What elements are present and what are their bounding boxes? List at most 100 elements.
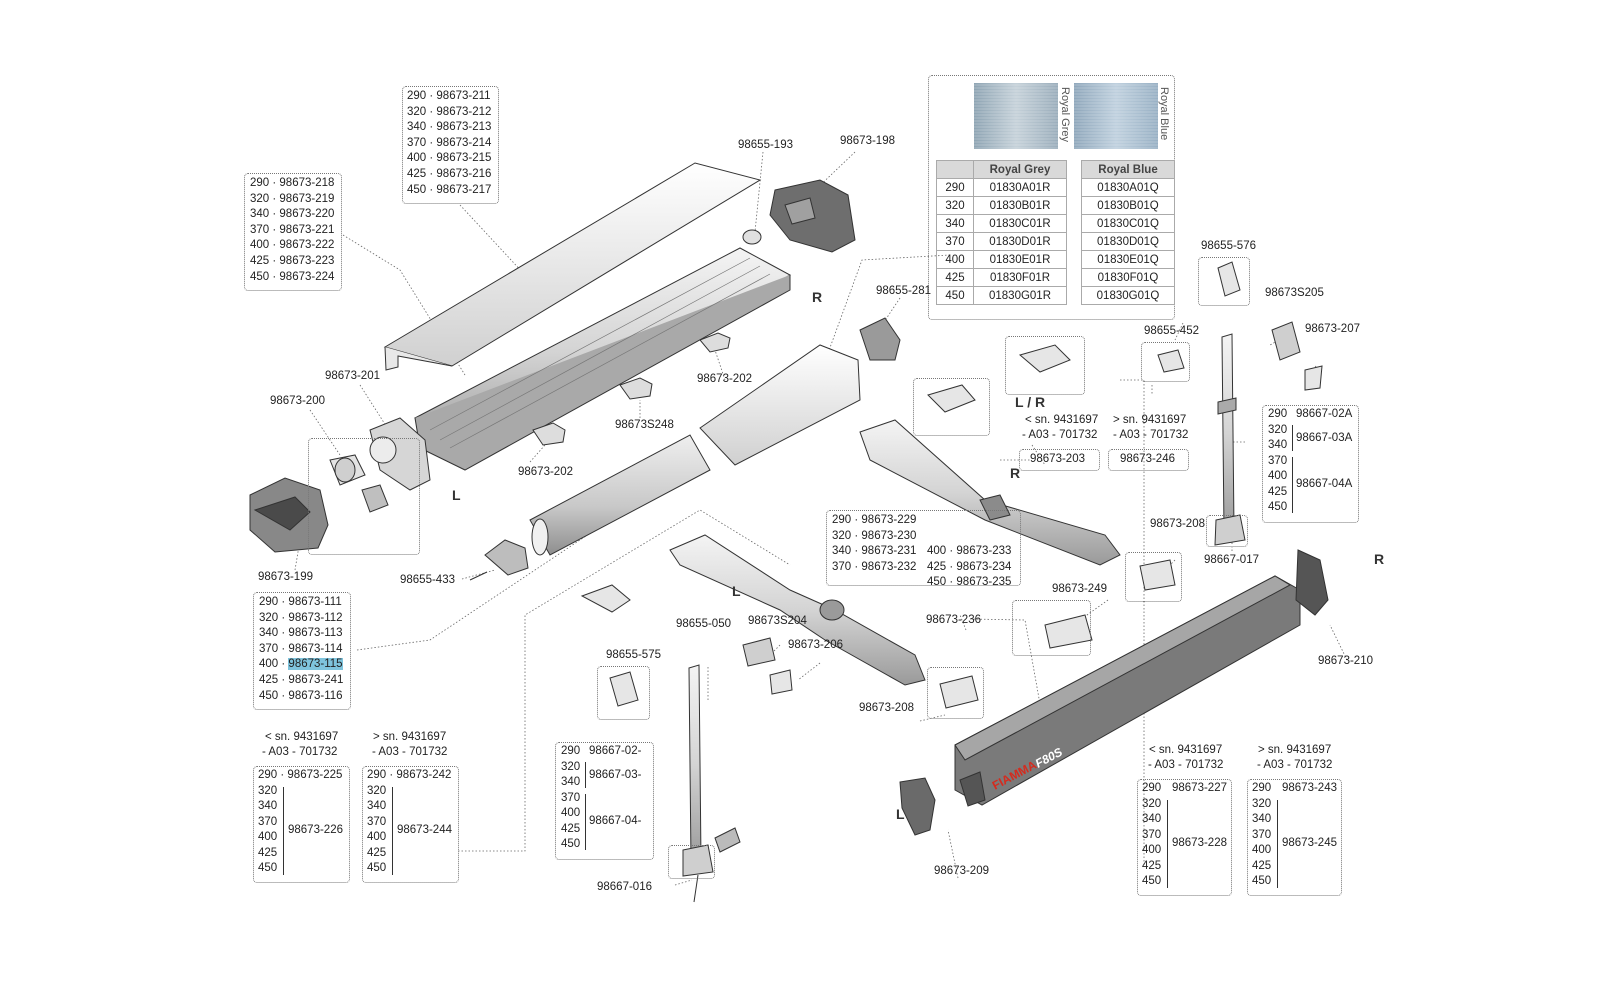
fabric-code-blue[interactable]: 01830G01Q <box>1081 286 1175 305</box>
leg-code[interactable]: 98667-03A <box>1296 432 1353 444</box>
part-code[interactable]: 98673-241 <box>288 673 344 686</box>
list-item[interactable]: 450 · 98673-217 <box>407 183 492 196</box>
list-item[interactable]: 450 · 98673-224 <box>250 270 335 283</box>
part-label-98655-281[interactable]: 98655-281 <box>876 285 931 297</box>
part-code[interactable]: 98673-111 <box>288 596 342 608</box>
group-first-code[interactable]: 98673-243 <box>1282 782 1337 794</box>
part-label-98673-236[interactable]: 98673-236 <box>926 614 981 626</box>
fabric-code-grey[interactable]: 01830B01R <box>973 196 1067 215</box>
part-label-98673-207[interactable]: 98673-207 <box>1305 323 1360 335</box>
part-label-98655-050[interactable]: 98655-050 <box>676 618 731 630</box>
part-code-highlighted[interactable]: 98673-115 <box>288 658 343 671</box>
list-item[interactable]: 425 · 98673-216 <box>407 167 492 180</box>
list-item[interactable]: 340 · 98673-220 <box>250 208 335 221</box>
list-item[interactable]: 320 · 98673-112 <box>259 611 343 627</box>
group-code[interactable]: 98673-245 <box>1282 837 1337 849</box>
fabric-code-blue[interactable]: 01830F01Q <box>1081 268 1175 287</box>
part-label-98667-017[interactable]: 98667-017 <box>1204 554 1259 566</box>
side-indicator-l: L <box>452 487 461 503</box>
list-item[interactable]: 320 · 98673-230 <box>832 529 917 542</box>
part-label-98673-203[interactable]: 98673-203 <box>1030 453 1085 465</box>
part-label-98655-193[interactable]: 98655-193 <box>738 139 793 151</box>
fabric-code-blue[interactable]: 01830D01Q <box>1081 232 1175 251</box>
list-item[interactable]: 340 · 98673-231 <box>832 545 917 558</box>
part-label-98673-202-b[interactable]: 98673-202 <box>518 466 573 478</box>
list-item[interactable]: 340 · 98673-113 <box>259 626 343 642</box>
size-label: 370 <box>367 816 387 828</box>
group-code[interactable]: 98673-244 <box>397 824 452 836</box>
fabric-code-grey[interactable]: 01830C01R <box>973 214 1067 233</box>
fabric-code-blue[interactable]: 01830C01Q <box>1081 214 1175 233</box>
part-code[interactable]: 98673-113 <box>288 627 343 640</box>
list-item[interactable]: 370 · 98673-114 <box>259 642 343 658</box>
list-item[interactable]: 370 · 98673-221 <box>250 223 335 236</box>
fabric-code-blue[interactable]: 01830E01Q <box>1081 250 1175 269</box>
part-label-98655-452[interactable]: 98655-452 <box>1144 325 1199 337</box>
part-label-98673-246[interactable]: 98673-246 <box>1120 453 1175 465</box>
group-first-code[interactable]: 98673-227 <box>1172 782 1227 794</box>
group-code[interactable]: 98673-226 <box>288 824 343 836</box>
part-label-98655-433[interactable]: 98655-433 <box>400 574 455 586</box>
part-label-98673-199[interactable]: 98673-199 <box>258 571 313 583</box>
size-label: 320 <box>1268 424 1288 436</box>
serial-range-right-b: - A03 - 701732 <box>1257 759 1333 771</box>
part-label-98673-200[interactable]: 98673-200 <box>270 395 325 407</box>
leg-code[interactable]: 98667-04- <box>589 815 642 827</box>
list-item[interactable]: 290 · 98673-211 <box>407 90 491 102</box>
fabric-code-blue[interactable]: 01830B01Q <box>1081 196 1175 215</box>
fabric-code-grey[interactable]: 01830D01R <box>973 232 1067 251</box>
part-label-98673-208-b[interactable]: 98673-208 <box>859 702 914 714</box>
size-prefix: 340 · <box>259 627 289 640</box>
part-98673-246-frame <box>1108 449 1189 471</box>
list-item[interactable]: 425 · 98673-234 <box>927 560 1012 573</box>
fabric-code-grey[interactable]: 01830E01R <box>973 250 1067 269</box>
part-label-98667-016[interactable]: 98667-016 <box>597 881 652 893</box>
list-item[interactable]: 370 · 98673-214 <box>407 136 492 149</box>
part-label-98673-206[interactable]: 98673-206 <box>788 639 843 651</box>
part-code[interactable]: 98673-114 <box>288 642 343 655</box>
list-item[interactable]: 450 · 98673-116 <box>259 689 343 705</box>
fabric-code-grey[interactable]: 01830A01R <box>973 178 1067 197</box>
list-item[interactable]: 400 · 98673-215 <box>407 152 492 165</box>
list-item[interactable]: 425 · 98673-241 <box>259 673 343 689</box>
list-item[interactable]: 450 · 98673-235 <box>927 576 1012 589</box>
list-item[interactable]: 370 · 98673-232 <box>832 560 917 573</box>
fabric-code-blue[interactable]: 01830A01Q <box>1081 178 1175 197</box>
list-item[interactable]: 425 · 98673-223 <box>250 254 335 267</box>
part-label-98673-249[interactable]: 98673-249 <box>1052 583 1107 595</box>
part-label-98673-198[interactable]: 98673-198 <box>840 135 895 147</box>
part-label-98673-202-a[interactable]: 98673-202 <box>697 373 752 385</box>
rail-list-frame <box>244 173 342 291</box>
part-label-98655-576[interactable]: 98655-576 <box>1201 240 1256 252</box>
list-item[interactable]: 290 · 98673-218 <box>250 177 335 189</box>
leg-code[interactable]: 98667-04A <box>1296 478 1353 490</box>
part-code[interactable]: 98673-112 <box>288 611 343 624</box>
fabric-code-grey[interactable]: 01830F01R <box>973 268 1067 287</box>
list-item[interactable]: 320 · 98673-212 <box>407 105 492 118</box>
size-label: 400 <box>1268 470 1288 482</box>
bracket-line <box>1292 457 1293 513</box>
part-label-98673S205[interactable]: 98673S205 <box>1265 287 1324 299</box>
part-label-98673-209[interactable]: 98673-209 <box>934 865 989 877</box>
part-label-98673S204[interactable]: 98673S204 <box>748 615 807 627</box>
leg-code[interactable]: 98667-02- <box>589 745 642 757</box>
list-item[interactable]: 400 · 98673-222 <box>250 239 335 252</box>
part-label-98673S248[interactable]: 98673S248 <box>615 419 674 431</box>
fabric-code-grey[interactable]: 01830G01R <box>973 286 1067 305</box>
part-label-98655-575[interactable]: 98655-575 <box>606 649 661 661</box>
list-item[interactable]: 320 · 98673-219 <box>250 192 335 205</box>
list-item[interactable]: 340 · 98673-213 <box>407 121 492 134</box>
group-first-row[interactable]: 290 · 98673-225 <box>258 769 343 781</box>
list-item[interactable]: 290 · 98673-229 <box>832 514 917 526</box>
part-code[interactable]: 98673-116 <box>288 689 343 702</box>
group-code[interactable]: 98673-228 <box>1172 837 1227 849</box>
group-first-row[interactable]: 290 · 98673-242 <box>367 769 452 781</box>
part-label-98673-201[interactable]: 98673-201 <box>325 370 380 382</box>
list-item[interactable]: 400 · 98673-233 <box>927 545 1012 557</box>
leg-code[interactable]: 98667-03- <box>589 769 642 781</box>
list-item-selected[interactable]: 400 · 98673-115 <box>259 657 343 673</box>
part-label-98673-210[interactable]: 98673-210 <box>1318 655 1373 667</box>
list-item[interactable]: 290 · 98673-111 <box>259 595 343 611</box>
part-label-98673-208-a[interactable]: 98673-208 <box>1150 518 1205 530</box>
leg-code[interactable]: 98667-02A <box>1296 408 1353 420</box>
